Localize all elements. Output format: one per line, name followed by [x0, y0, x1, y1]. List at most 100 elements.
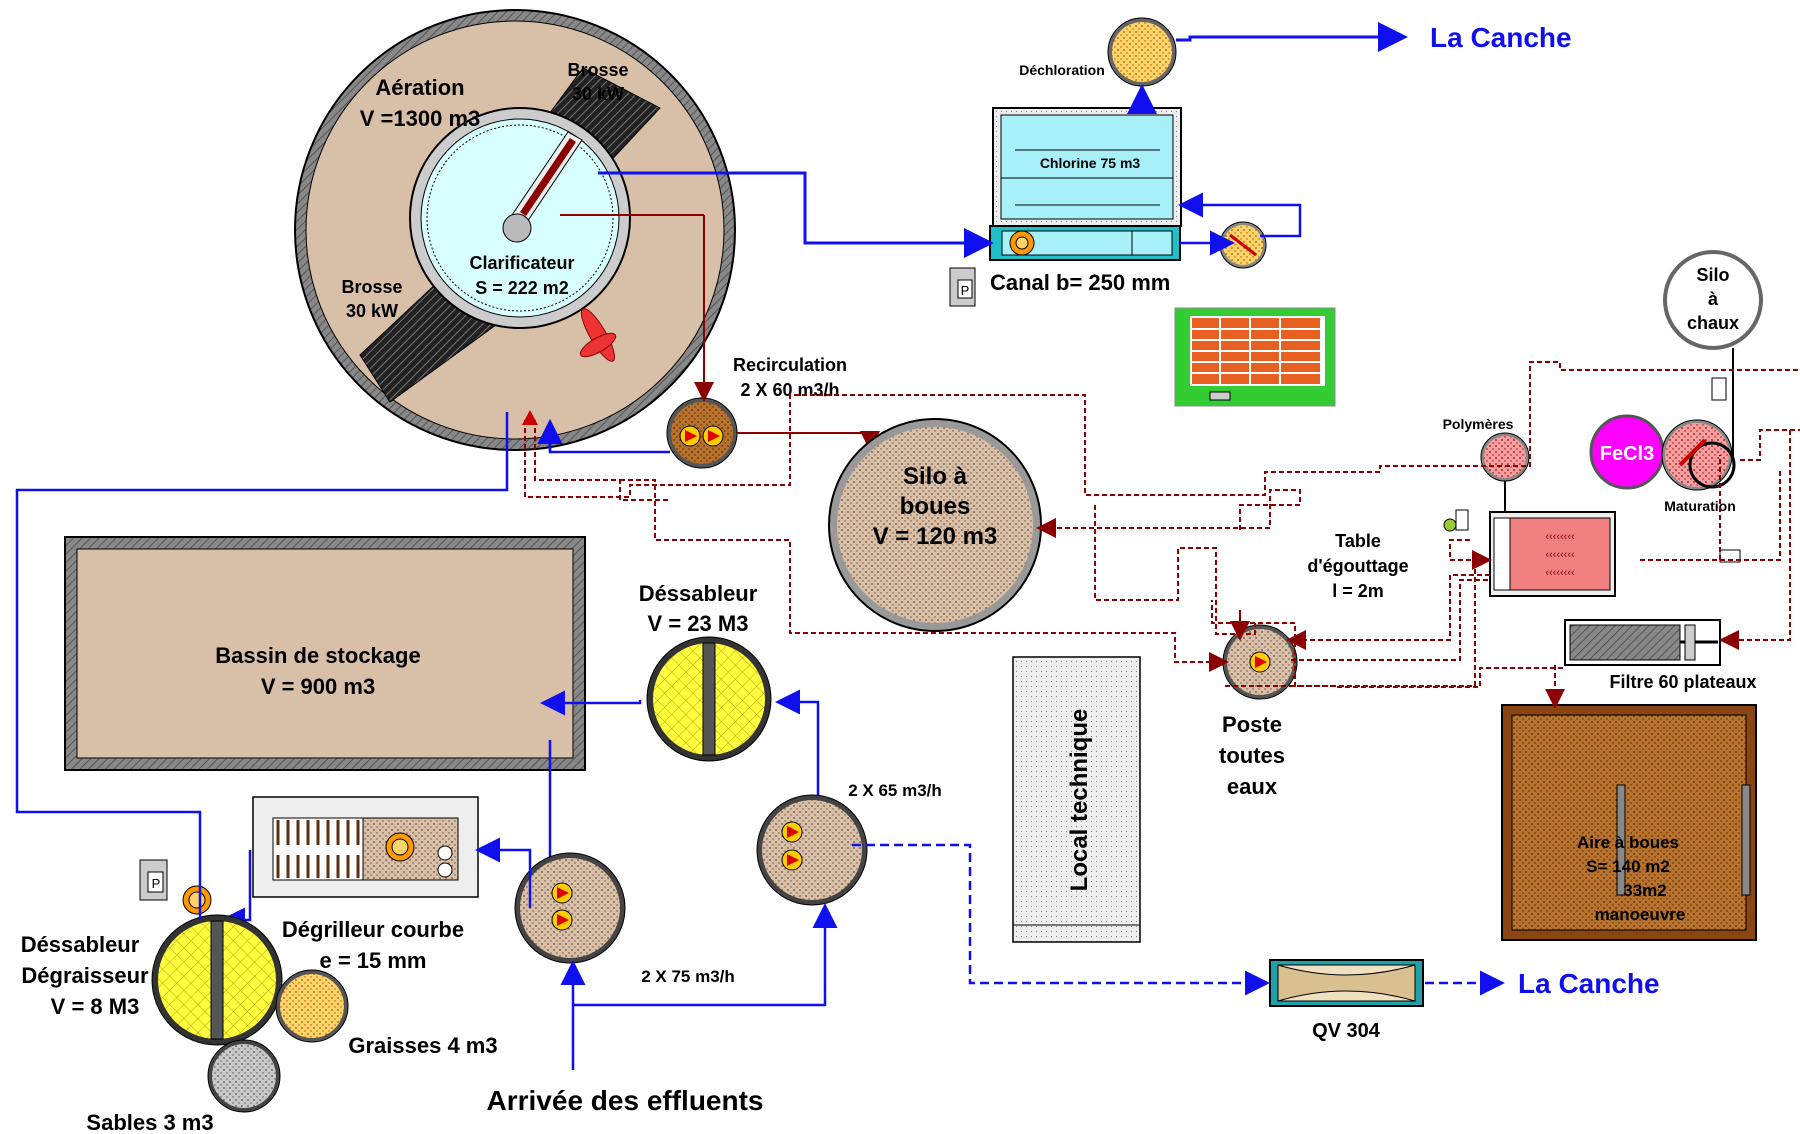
polymer-tank: [1480, 432, 1530, 482]
lime-silo: [1663, 250, 1763, 350]
lime-silo-label-2: à: [1708, 289, 1719, 309]
drain-table-label-3: l = 2m: [1332, 581, 1384, 601]
pump-station-label-3: eaux: [1227, 774, 1278, 799]
dechlorination-tank: [1107, 17, 1177, 87]
sludge-silo-label-1: Silo à: [903, 463, 968, 490]
polymers-label: Polymères: [1443, 416, 1514, 432]
flow-clarifier-to-canal: [598, 171, 994, 258]
screen-label-2: e = 15 mm: [319, 948, 426, 973]
clarifier-surface: S = 222 m2: [475, 278, 569, 298]
screen-to-degreaser: [220, 850, 252, 933]
canal-dosing-pump: [1219, 221, 1267, 269]
sludge-area-label-4: manoeuvre: [1595, 905, 1686, 924]
lime-valve: [1711, 377, 1727, 401]
filter-press: [1564, 619, 1721, 666]
svg-text:‹‹‹‹‹‹‹‹: ‹‹‹‹‹‹‹‹: [1545, 549, 1575, 561]
degreaser-aerator: [182, 885, 212, 915]
pump-75: [514, 852, 626, 964]
pump65-to-grit: [775, 689, 820, 800]
maturation-tank: [1661, 419, 1736, 491]
lime-silo-label-3: chaux: [1687, 313, 1739, 333]
flow-65-label: 2 X 65 m3/h: [848, 781, 942, 800]
brush-left-power: 30 kW: [346, 301, 398, 321]
grit-volume: V = 23 M3: [648, 611, 749, 636]
sludge-area-label-1: Aire à boues: [1577, 833, 1679, 852]
brush-top-label: Brosse: [567, 60, 628, 80]
aeration-volume: V =1300 m3: [360, 106, 480, 131]
pump75-to-screen: [475, 837, 532, 908]
recirculation-label: Recirculation: [733, 355, 847, 375]
aeration-basin: [294, 9, 736, 451]
pump-station: [1222, 624, 1298, 700]
pump-65: [756, 794, 868, 906]
chlorine-tank: [992, 107, 1182, 227]
drain-table-label-1: Table: [1335, 531, 1381, 551]
qv-label: QV 304: [1312, 1020, 1381, 1042]
degreaser-label-1: Déssableur: [21, 932, 140, 957]
sludge-silo-volume: V = 120 m3: [873, 523, 998, 550]
brush-top-power: 30 kW: [572, 84, 624, 104]
screen-unit: [252, 796, 479, 898]
sand-tank: [207, 1039, 281, 1113]
influent-to-pump65: [573, 903, 838, 1007]
maturation-label: Maturation: [1664, 498, 1736, 514]
svg-text:‹‹‹‹‹‹‹‹: ‹‹‹‹‹‹‹‹: [1545, 531, 1575, 543]
recirculation-pump: [666, 397, 738, 469]
influent-label: Arrivée des effluents: [487, 1085, 764, 1116]
drying-beds-icon: [1174, 307, 1336, 407]
drainage-table: ‹‹‹‹‹‹‹‹ ‹‹‹‹‹‹‹‹ ‹‹‹‹‹‹‹‹: [1489, 511, 1616, 597]
meter-p-label: P: [961, 283, 970, 298]
canal-label: Canal b= 250 mm: [990, 270, 1170, 295]
grit-title: Déssableur: [639, 581, 758, 606]
screen-label-1: Dégrilleur courbe: [282, 917, 464, 942]
local-technique-label: Local technique: [1066, 709, 1093, 892]
pump-station-label-1: Poste: [1222, 712, 1282, 737]
filter-label: Filtre 60 plateaux: [1609, 672, 1756, 692]
grease-tank: [275, 969, 349, 1043]
polymer-valve: [1443, 509, 1469, 532]
clarifier-title: Clarificateur: [469, 253, 574, 273]
storage-basin: [64, 536, 586, 771]
canal-meter-box: P: [949, 267, 976, 307]
degreaser-label-3: V = 8 M3: [51, 994, 140, 1019]
river-top-label: La Canche: [1430, 22, 1572, 53]
clarifier: [409, 107, 631, 329]
degreaser: [151, 914, 283, 1046]
sludge-area: [1501, 704, 1757, 941]
pump-station-label-2: toutes: [1219, 743, 1285, 768]
flow-75-label: 2 X 75 m3/h: [641, 967, 735, 986]
sand-label: Sables 3 m3: [86, 1110, 213, 1134]
recirc-to-sludge-silo: [737, 431, 880, 451]
grit-remover: [646, 636, 772, 762]
lime-silo-label-1: Silo: [1696, 265, 1729, 285]
storage-title: Bassin de stockage: [215, 643, 420, 668]
sludge-silo-label-2: boues: [900, 493, 971, 520]
aeration-sludge-inlet: [522, 410, 538, 425]
brush-left-label: Brosse: [341, 277, 402, 297]
dechlorination-label: Déchloration: [1019, 62, 1105, 78]
qv-flow-meter: [1269, 959, 1424, 1007]
grit-to-storage: [540, 690, 642, 716]
degreaser-to-aeration: [15, 412, 509, 920]
flow-pump-to-chlorine: [1178, 192, 1302, 238]
meter-p-label-left: P: [152, 876, 161, 891]
canal: [989, 225, 1181, 261]
sludge-area-label-3: 33m2: [1623, 881, 1666, 900]
sludge-silo: [828, 418, 1042, 632]
degreaser-meter-box: P: [139, 859, 168, 901]
river-bottom-label: La Canche: [1518, 968, 1660, 999]
aeration-title: Aération: [375, 75, 464, 100]
local-technique: [1012, 656, 1141, 943]
sludge-area-label-2: S= 140 m2: [1586, 857, 1670, 876]
grease-label: Graisses 4 m3: [348, 1033, 497, 1058]
chlorine-label: Chlorine 75 m3: [1040, 155, 1141, 171]
flow-to-river-top: [1176, 22, 1408, 52]
degreaser-label-2: Dégraisseur: [21, 963, 149, 988]
drain-table-label-2: d'égouttage: [1307, 556, 1408, 576]
mixer-propeller: [579, 308, 617, 362]
overflow-to-qv: [852, 843, 1270, 996]
storage-volume: V = 900 m3: [261, 674, 375, 699]
svg-text:‹‹‹‹‹‹‹‹: ‹‹‹‹‹‹‹‹: [1545, 567, 1575, 579]
fecl3-label: FeCl3: [1600, 443, 1654, 465]
